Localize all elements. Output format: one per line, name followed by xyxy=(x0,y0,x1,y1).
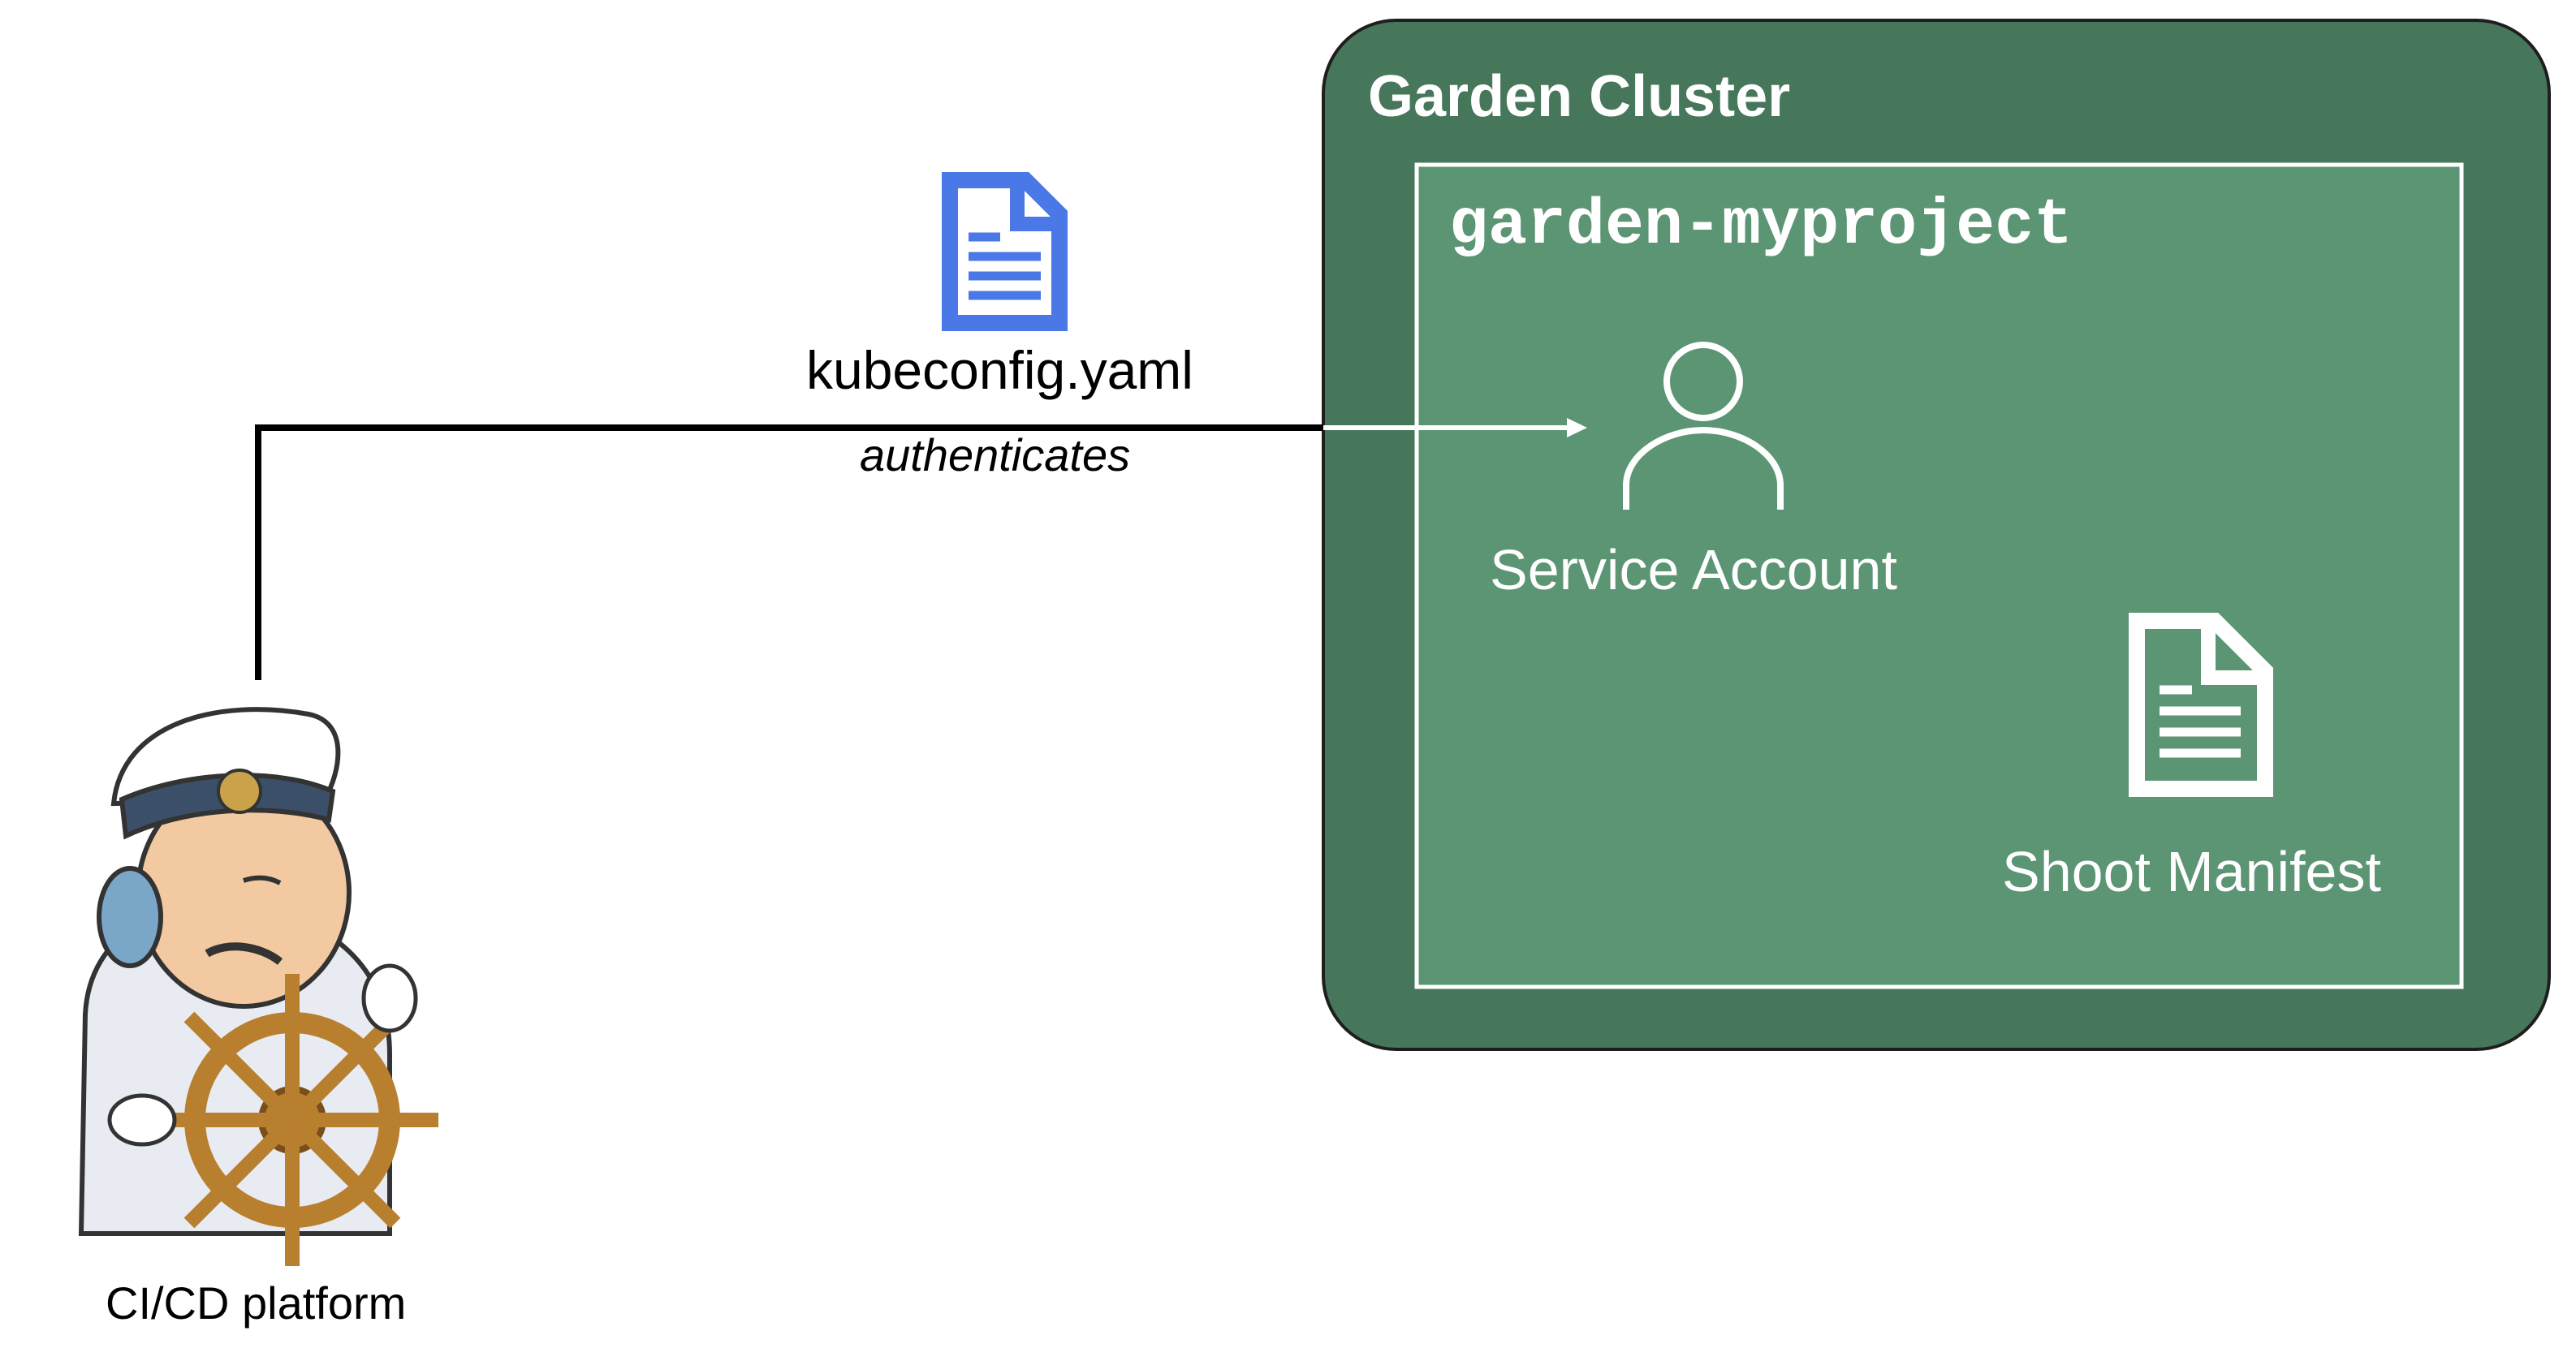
cicd-platform-label: CI/CD platform xyxy=(106,1277,407,1329)
cicd-platform-mascot xyxy=(78,707,438,1266)
shoot-manifest-label: Shoot Manifest xyxy=(2002,840,2381,903)
kubeconfig-label: kubeconfig.yaml xyxy=(806,340,1193,400)
shoot-manifest-document-icon xyxy=(2129,613,2273,797)
namespace-title: garden-myproject xyxy=(1449,189,2073,263)
service-account-label: Service Account xyxy=(1490,538,1897,601)
authenticates-label: authenticates xyxy=(860,429,1131,480)
service-account-user-icon xyxy=(1623,342,1784,510)
garden-cluster-title: Garden Cluster xyxy=(1368,64,1791,129)
kubeconfig-document-icon xyxy=(942,172,1068,331)
namespace-box xyxy=(1414,162,2464,989)
arrow-head xyxy=(1567,418,1587,437)
connector-line xyxy=(255,424,1323,680)
